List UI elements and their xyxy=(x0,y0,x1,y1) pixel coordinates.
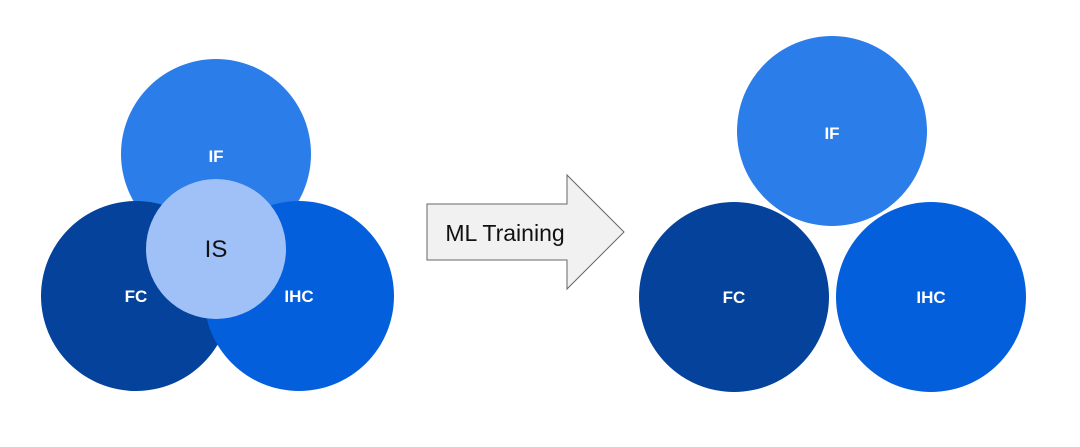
right-fc-label: FC xyxy=(723,288,746,307)
right-if-label: IF xyxy=(824,124,839,143)
training-arrow: ML Training xyxy=(426,173,625,291)
left-venn-group: IF FC IHC IS xyxy=(41,59,394,391)
left-ihc-label: IHC xyxy=(284,287,313,306)
right-fc-circle xyxy=(639,202,829,392)
left-fc-label: FC xyxy=(125,287,148,306)
right-separated-group: IF FC IHC xyxy=(639,36,1026,392)
arrow-shape xyxy=(426,173,625,291)
left-is-circle xyxy=(146,179,286,319)
left-if-label: IF xyxy=(208,147,223,166)
left-is-label: IS xyxy=(205,236,228,263)
right-ihc-circle xyxy=(836,202,1026,392)
right-if-circle xyxy=(737,36,927,226)
right-ihc-label: IHC xyxy=(916,288,945,307)
arrow-label: ML Training xyxy=(445,220,564,246)
